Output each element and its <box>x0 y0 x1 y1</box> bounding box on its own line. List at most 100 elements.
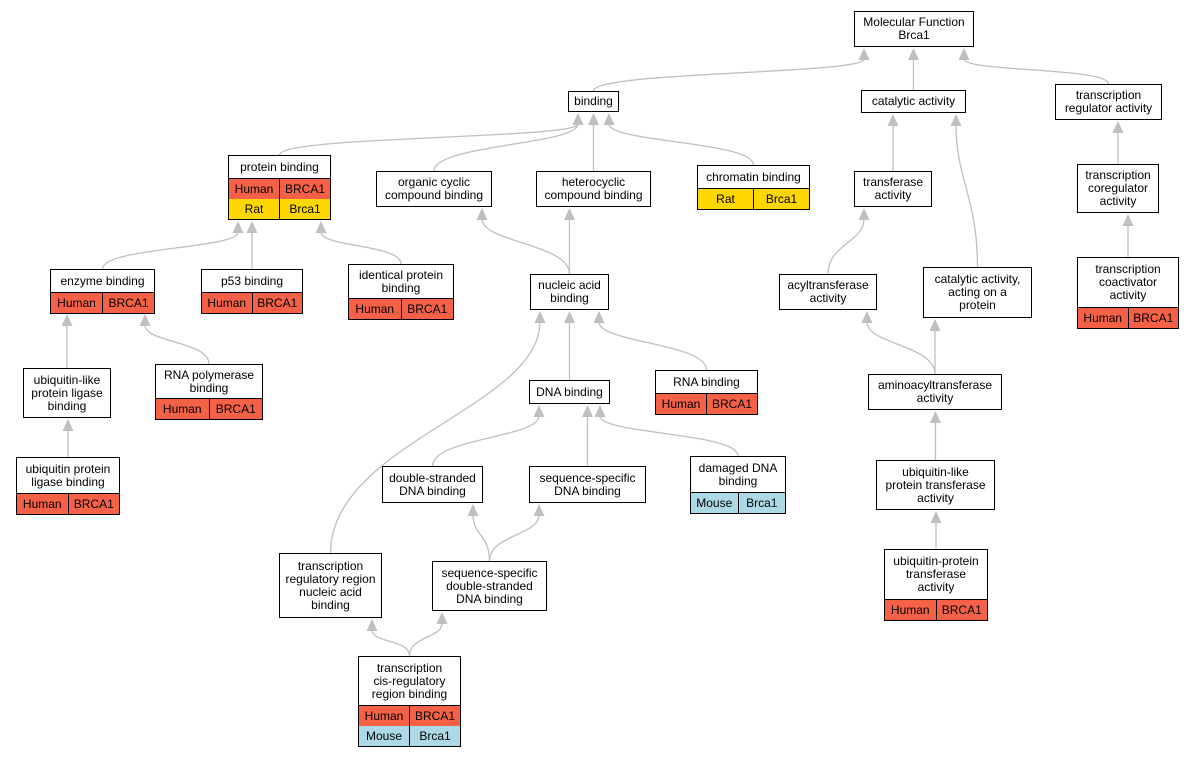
go-term-label: ubiquitin-like protein transferase activ… <box>876 460 995 510</box>
go-term-label: transcription regulatory region nucleic … <box>279 553 382 618</box>
edge-rna-polymerase-binding-to-enzyme-binding <box>144 324 210 365</box>
edge-arrowhead <box>467 504 479 516</box>
edge-arrowhead <box>929 319 941 331</box>
edge-arrowhead <box>594 405 606 417</box>
go-term-label: transcription coactivator activity <box>1077 257 1179 307</box>
edge-rna-binding-to-nucleic-acid-binding <box>598 321 708 371</box>
gene-annotation-row: Human BRCA1 <box>201 292 303 314</box>
go-term-label: ubiquitin-protein transferase activity <box>884 549 988 599</box>
edge-arrowhead <box>582 405 593 417</box>
edge-binding-to-molecular-function <box>592 58 865 92</box>
edge-arrowhead <box>533 405 545 417</box>
edge-arrowhead <box>861 311 873 323</box>
go-term-label: damaged DNA binding <box>690 456 786 492</box>
gene-symbol-cell: BRCA1 <box>215 402 256 416</box>
edge-damaged-dna-binding-to-dna-binding <box>599 415 739 457</box>
edge-arrowhead <box>61 314 73 326</box>
gene-symbol-cell: BRCA1 <box>257 296 298 310</box>
edge-nucleic-acid-binding-to-organic-cyclic-compound-binding <box>481 218 571 275</box>
edge-transcription-regulator-activity-to-molecular-function <box>963 58 1110 85</box>
edge-arrowhead <box>315 221 327 233</box>
gene-symbol-cell: BRCA1 <box>414 709 455 723</box>
gene-annotation-row: Rat Brca1 <box>697 188 810 210</box>
edge-arrowhead <box>533 504 545 516</box>
edge-arrowhead <box>908 48 919 60</box>
gene-annotation-row: Human BRCA1 <box>228 178 331 200</box>
go-term-label: catalytic activity, acting on a protein <box>923 267 1032 318</box>
go-term-label: double-stranded DNA binding <box>382 466 483 503</box>
go-term-label: Molecular Function Brca1 <box>854 11 974 47</box>
edge-chromatin-binding-to-binding <box>608 123 755 166</box>
gene-annotation-row: Rat Brca1 <box>228 199 331 220</box>
organism-cell: Human <box>1078 308 1129 328</box>
edge-arrowhead <box>603 113 615 125</box>
edge-arrowhead <box>930 411 941 423</box>
edge-arrowhead <box>564 208 575 220</box>
organism-cell: Human <box>229 179 280 199</box>
go-term-label: catalytic activity <box>861 90 966 113</box>
edge-identical-protein-binding-to-protein-binding <box>320 231 402 265</box>
gene-symbol-cell: BRCA1 <box>108 296 149 310</box>
organism-cell: Human <box>17 494 69 514</box>
gene-symbol-cell: Brca1 <box>746 496 778 510</box>
gene-symbol-cell: Brca1 <box>419 729 451 743</box>
organism-cell: Mouse <box>359 726 410 746</box>
edge-aminoacyltransferase-activity-to-acyltransferase-activity <box>866 321 936 375</box>
organism-cell: Human <box>51 293 103 313</box>
go-term-label: p53 binding <box>201 269 303 292</box>
go-term-label: transcription coregulator activity <box>1077 164 1159 213</box>
edge-organic-cyclic-compound-binding-to-binding <box>433 123 579 172</box>
edge-arrowhead <box>588 113 599 125</box>
organism-cell: Human <box>202 293 253 313</box>
edge-arrowhead <box>534 311 546 323</box>
edge-arrowhead <box>366 619 378 631</box>
gene-symbol-cell: BRCA1 <box>711 397 752 411</box>
go-term-label: transcription cis-regulatory region bind… <box>358 656 461 705</box>
edge-arrowhead <box>564 311 575 323</box>
edge-arrowhead <box>246 221 258 233</box>
gene-symbol-cell: BRCA1 <box>1133 311 1174 325</box>
go-term-label: sequence-specific double-stranded DNA bi… <box>432 561 547 611</box>
go-term-label: ubiquitin-like protein ligase binding <box>23 368 111 418</box>
organism-cell: Rat <box>698 189 754 209</box>
organism-cell: Rat <box>229 199 280 219</box>
edge-protein-binding-to-binding <box>278 123 579 156</box>
edge-arrowhead <box>958 48 970 60</box>
edge-sequence-specific-double-stranded-dna-binding-to-double-stranded-dna-binding <box>472 514 491 562</box>
edge-arrowhead <box>1122 214 1134 226</box>
edge-arrowhead <box>858 48 870 60</box>
edge-acyltransferase-activity-to-transferase-activity <box>827 218 865 275</box>
go-term-label: organic cyclic compound binding <box>376 171 492 207</box>
edge-arrowhead <box>62 419 74 431</box>
organism-cell: Human <box>656 394 707 414</box>
go-term-label: acyltransferase activity <box>779 274 877 310</box>
organism-cell: Human <box>156 399 210 419</box>
edge-arrowhead <box>950 114 962 126</box>
gene-symbol-cell: Brca1 <box>765 192 798 206</box>
edge-arrowhead <box>232 221 244 233</box>
edge-arrowhead <box>436 612 448 624</box>
edge-enzyme-binding-to-protein-binding <box>101 231 239 270</box>
edge-arrowhead <box>593 311 605 323</box>
gene-annotation-row: Mouse Brca1 <box>690 492 786 514</box>
gene-annotation-row: Human BRCA1 <box>1077 307 1179 329</box>
edge-arrowhead <box>887 114 899 126</box>
go-term-label: heterocyclic compound binding <box>536 171 651 207</box>
gene-symbol-cell: BRCA1 <box>407 302 448 316</box>
organism-cell: Mouse <box>691 493 739 513</box>
edge-arrowhead <box>139 314 151 326</box>
edge-arrowhead <box>1112 121 1124 133</box>
go-term-label: transferase activity <box>854 171 932 207</box>
gene-symbol-cell: Brca1 <box>289 202 321 216</box>
go-term-label: protein binding <box>228 155 331 178</box>
edge-transcription-cis-regulatory-region-binding-to-sequence-specific-double-stranded-dna-binding <box>408 622 443 657</box>
go-term-label: binding <box>568 91 619 112</box>
gene-annotation-row: Human BRCA1 <box>655 393 758 415</box>
gene-annotation-row: Human BRCA1 <box>50 292 155 314</box>
gene-annotation-row: Human BRCA1 <box>155 398 263 420</box>
gene-symbol-cell: BRCA1 <box>284 182 325 196</box>
